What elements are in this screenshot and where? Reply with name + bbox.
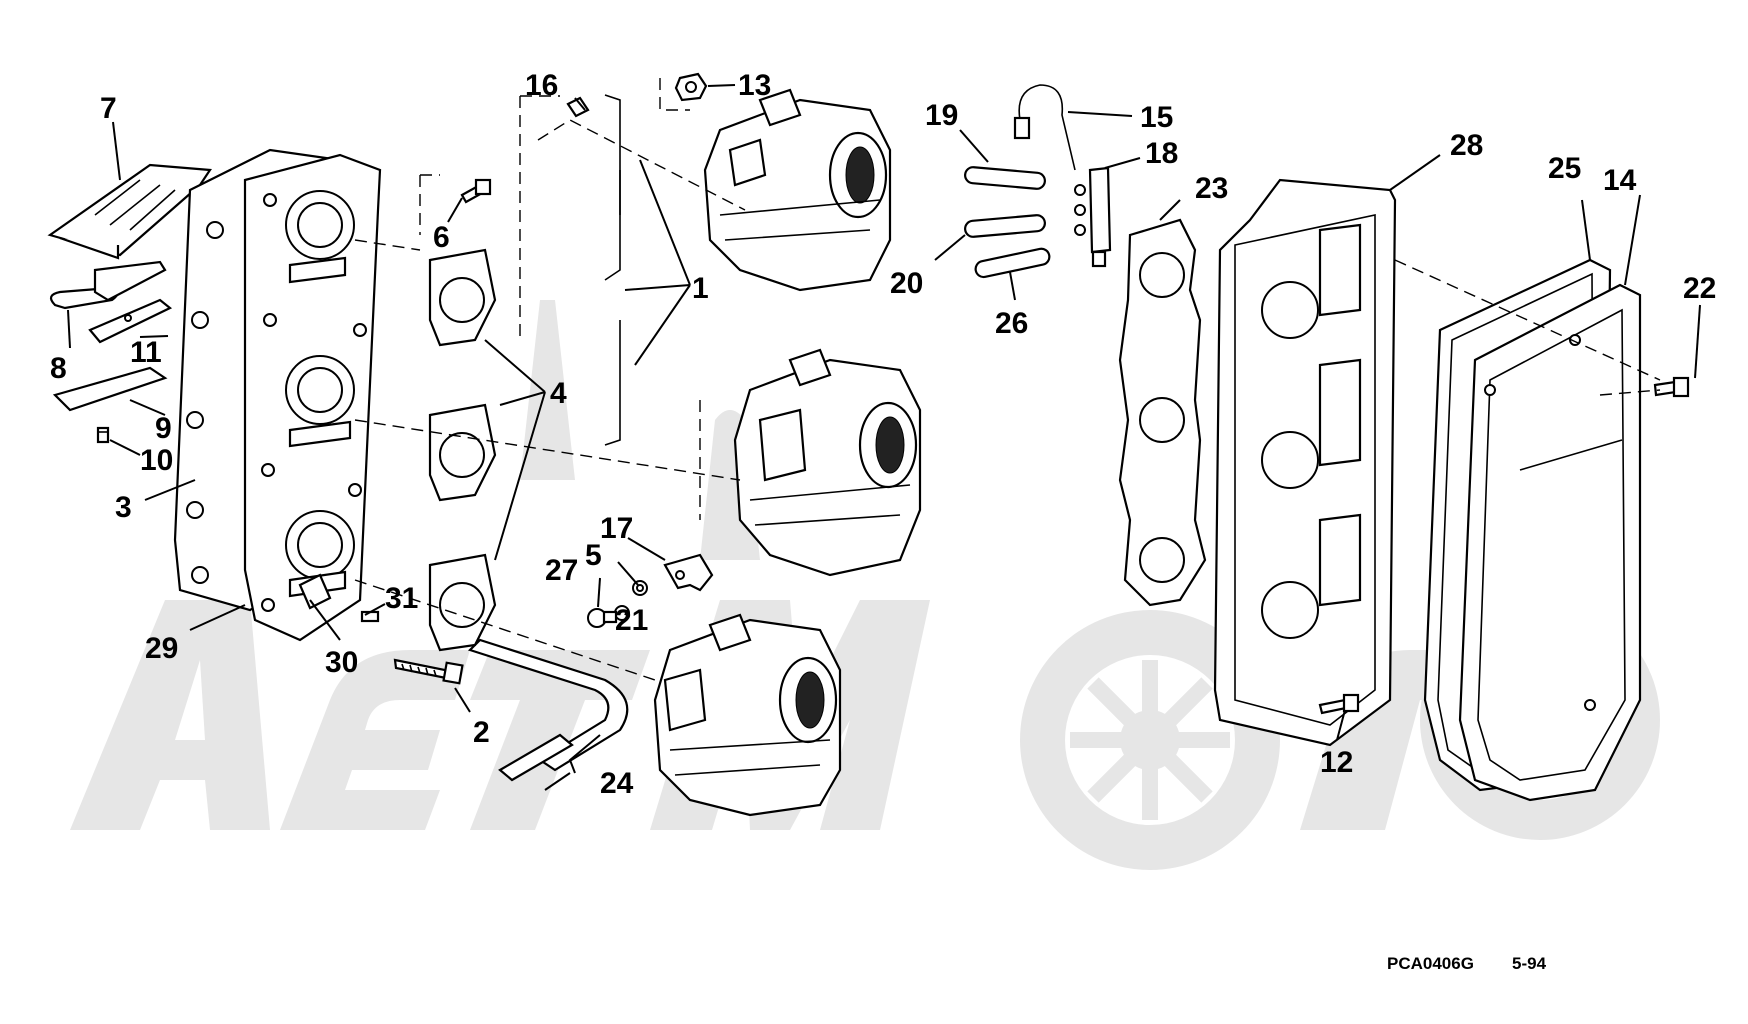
callout-29: 29 (145, 632, 178, 665)
part-carburetor-bottom (653, 613, 842, 817)
part-8-clip (49, 260, 167, 310)
part-29-intake-manifold (243, 153, 382, 642)
callout-16: 16 (525, 69, 558, 102)
callout-17: 17 (600, 512, 633, 545)
callout-2: 2 (473, 716, 490, 749)
drawing-revision: 5-94 (1512, 954, 1547, 973)
part-22-screw (1653, 376, 1690, 398)
callout-23: 23 (1195, 172, 1228, 205)
callout-1: 1 (692, 272, 709, 305)
part-1-linkage (604, 94, 621, 446)
callout-20: 20 (890, 267, 923, 300)
callout-11: 11 (130, 336, 162, 369)
part-11-reed-plate (88, 298, 173, 344)
callout-22: 22 (1683, 272, 1716, 305)
part-18-fitting (1074, 166, 1112, 268)
part-2-screw (393, 658, 464, 685)
part-carburetor-top (703, 88, 892, 292)
part-17-plate (663, 553, 714, 592)
part-27-screw (587, 608, 618, 628)
callout-31: 31 (385, 582, 418, 615)
part-28-silencer-base (1213, 178, 1397, 747)
part-24-hose (467, 638, 629, 782)
callout-25: 25 (1548, 152, 1581, 185)
callout-18: 18 (1145, 137, 1178, 170)
callout-10: 10 (140, 444, 173, 477)
footer: PCA0406G 5-94 (1387, 954, 1547, 973)
callout-14: 14 (1603, 164, 1637, 197)
drawing-code: PCA0406G (1387, 954, 1474, 973)
part-26-hose (974, 247, 1051, 279)
part-carburetor-middle (733, 348, 922, 577)
callout-8: 8 (50, 352, 67, 385)
assembly-lines (354, 78, 1661, 681)
callout-19: 19 (925, 99, 958, 132)
callout-7: 7 (100, 92, 117, 125)
callout-21: 21 (615, 604, 648, 637)
part-4-gaskets (428, 248, 497, 652)
part-15-fuel-line (1013, 84, 1076, 171)
part-9-reed (52, 366, 168, 412)
callout-9: 9 (155, 412, 172, 445)
callout-4: 4 (550, 377, 567, 410)
part-6-screw (460, 178, 492, 204)
callout-12: 12 (1320, 746, 1353, 779)
callout-3: 3 (115, 491, 132, 524)
callout-28: 28 (1450, 129, 1483, 162)
part-13-nut (674, 72, 708, 102)
callout-13: 13 (738, 69, 771, 102)
part-5-washer (632, 580, 648, 596)
callout-30: 30 (325, 646, 358, 679)
part-23-gasket (1118, 218, 1207, 607)
part-19-hose (964, 166, 1046, 190)
part-7-intake-scoop (47, 163, 212, 260)
callout-24: 24 (600, 767, 634, 800)
part-10-screw (96, 426, 110, 444)
callout-26: 26 (995, 307, 1028, 340)
part-14-silencer-cover (1458, 283, 1642, 802)
callout-labels: 7 8 11 9 10 3 29 30 31 2 24 4 6 16 13 1 … (50, 69, 1716, 800)
part-30-fitting (298, 573, 332, 610)
part-20-hose (964, 214, 1046, 238)
leader-lines (67, 84, 1701, 791)
callout-6: 6 (433, 221, 450, 254)
callout-5: 5 (585, 539, 602, 572)
part-12-screw (1318, 693, 1360, 715)
callout-27: 27 (545, 554, 578, 587)
callout-15: 15 (1140, 101, 1173, 134)
